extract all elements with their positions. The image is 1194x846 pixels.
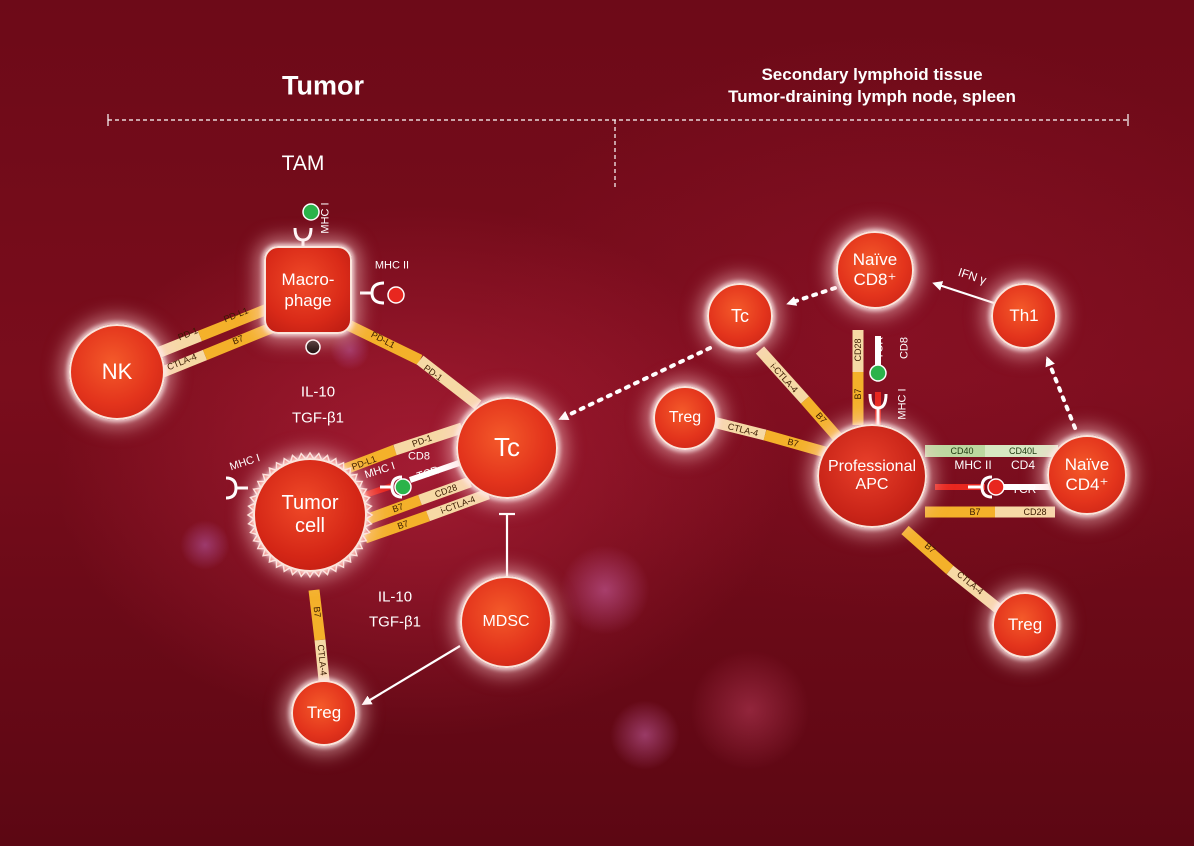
bar-label-b7-cd4: B7 bbox=[969, 506, 981, 517]
cell-label: Naïve bbox=[852, 250, 898, 270]
header-tumor: Tumor bbox=[282, 70, 364, 101]
cell-label: APC bbox=[855, 476, 889, 493]
cell-tc-tumor[interactable]: Tc bbox=[456, 397, 558, 499]
cell-label: NK bbox=[101, 359, 133, 385]
cell-label: Tc bbox=[731, 305, 749, 326]
cell-label: Th1 bbox=[1009, 306, 1039, 326]
bar-apc-treg-bottom bbox=[901, 525, 1004, 615]
cell-label: Professional bbox=[827, 457, 917, 475]
cell-label: Tumor bbox=[281, 492, 339, 514]
bar-label-cd40: CD40 bbox=[950, 445, 974, 456]
cell-label: phage bbox=[284, 291, 332, 310]
label-tcr-cd4: TCR bbox=[1011, 482, 1037, 497]
label-cd8-apc: CD8 bbox=[898, 336, 911, 360]
cell-label: CD8⁺ bbox=[853, 270, 897, 289]
bar-tumor-tc-b7-cd28 bbox=[358, 476, 472, 528]
cell-label: CD4⁺ bbox=[1065, 475, 1109, 494]
bar-treg-apc bbox=[703, 414, 827, 458]
cytokine-il10-upper: IL-10 bbox=[300, 383, 336, 401]
cell-label: MDSC bbox=[482, 612, 530, 630]
label-cd8: CD8 bbox=[407, 450, 431, 463]
antigen-dot-icon bbox=[302, 203, 1005, 496]
cell-label: Treg bbox=[306, 703, 342, 723]
cell-label: Treg bbox=[668, 408, 702, 426]
solid-arrow-icon bbox=[361, 281, 1001, 706]
cell-label: cell bbox=[294, 515, 325, 537]
cytokine-tgfb1-upper: TGF-β1 bbox=[292, 409, 344, 427]
label-mhc1-apc: MHC I bbox=[896, 388, 909, 420]
bar-macrophage-tc bbox=[335, 315, 482, 410]
label-cd4-apc: CD4 bbox=[1010, 458, 1036, 473]
cell-th1[interactable]: Th1 bbox=[991, 283, 1057, 349]
cell-treg-tumor[interactable]: Treg bbox=[291, 680, 357, 746]
bar-tc-apc bbox=[755, 346, 845, 444]
header-lymphoid-line2: Tumor-draining lymph node, spleen bbox=[728, 87, 1016, 107]
cell-label: Tc bbox=[494, 432, 520, 463]
bar-label-b7-treg: B7 bbox=[311, 605, 323, 618]
cell-treg-bottom[interactable]: Treg bbox=[992, 592, 1058, 658]
bar-label-b7-apc-cd8: B7 bbox=[852, 388, 863, 400]
cell-label: Naïve bbox=[1064, 455, 1110, 475]
label-mhc1-macrophage: MHC I bbox=[319, 202, 332, 234]
cytokine-il10-lower: IL-10 bbox=[377, 588, 413, 606]
label-mhc2-apc: MHC II bbox=[954, 458, 992, 473]
cell-treg-left[interactable]: Treg bbox=[653, 386, 717, 450]
header-lymphoid-line1: Secondary lymphoid tissue bbox=[761, 65, 983, 85]
cell-label: Treg bbox=[1007, 615, 1043, 635]
inhibition-bar-icon bbox=[499, 512, 515, 580]
cytokine-tgfb1-lower: TGF-β1 bbox=[369, 613, 421, 631]
label-tam: TAM bbox=[281, 151, 325, 175]
bar-label-cd28-cd4: CD28 bbox=[1023, 506, 1047, 517]
cell-tc-lymph[interactable]: Tc bbox=[707, 283, 773, 349]
cell-mdsc[interactable]: MDSC bbox=[460, 576, 552, 668]
cell-nk[interactable]: NK bbox=[69, 324, 165, 420]
bar-tumor-tc-b7-ictla4 bbox=[363, 488, 490, 544]
cell-label: Macro- bbox=[281, 269, 335, 289]
bar-label-cd40l: CD40L bbox=[1008, 445, 1038, 456]
bar-label-cd28-apc: CD28 bbox=[852, 338, 863, 362]
dashed-arrow-icon bbox=[558, 286, 1077, 430]
label-tcr-apc: TCR bbox=[873, 336, 886, 360]
label-mhc2-macrophage: MHC II bbox=[374, 259, 410, 272]
cell-macrophage[interactable]: Macro-phage bbox=[264, 246, 352, 334]
region-divider bbox=[107, 114, 1129, 188]
